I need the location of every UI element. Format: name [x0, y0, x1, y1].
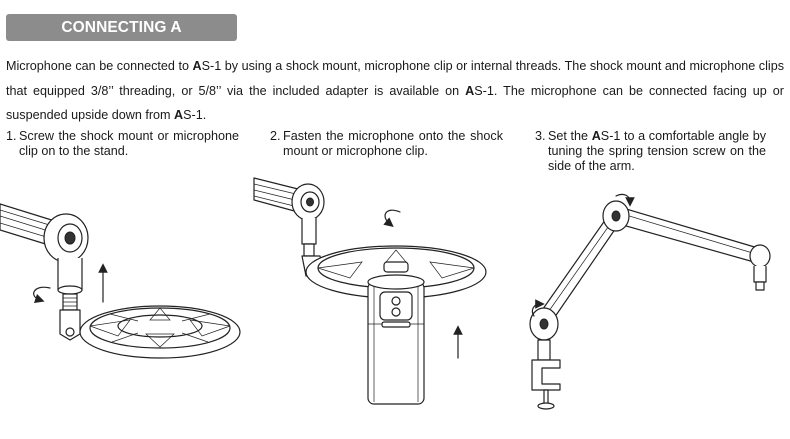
mount-clip — [59, 309, 81, 341]
lower-arm — [537, 215, 621, 325]
tension-arrow-icon — [615, 193, 635, 207]
intro-text-1: Microphone can be connected to — [6, 59, 193, 73]
upper-arm — [611, 205, 759, 263]
illustration-step-3 — [529, 193, 771, 410]
step-1-text: Screw the shock mount or microphone clip… — [19, 129, 239, 158]
desk-clamp — [531, 359, 561, 391]
step-1-number: 1. — [6, 129, 17, 143]
brand-letter: A — [591, 129, 601, 143]
intro-text-3: S-1. The microphone can be connected fac… — [6, 83, 784, 123]
arm-pole — [537, 339, 551, 361]
brand-letter: A — [174, 108, 184, 122]
step-1: 1. Screw the shock mount or microphone c… — [6, 129, 239, 159]
step-2: 2. Fasten the microphone onto the shock … — [270, 129, 503, 159]
brand-letter: A — [465, 83, 475, 98]
rotate-arrow-icon — [33, 286, 51, 304]
tension-arrow-icon — [531, 299, 545, 317]
brand-letter: A — [192, 59, 202, 73]
step-2-text: Fasten the microphone onto the shock mou… — [283, 129, 503, 158]
rotate-arrow-icon — [383, 209, 401, 228]
intro-paragraph: Microphone can be connected to AS-1 by u… — [6, 54, 784, 128]
step-3-text-a: Set the — [548, 129, 592, 143]
step-3: 3. Set the AS-1 to a comfortable angle b… — [535, 129, 766, 174]
step-3-number: 3. — [535, 129, 546, 143]
step-2-number: 2. — [270, 129, 281, 143]
intro-text-2: S-1 by using a shock mount, microphone c… — [6, 59, 785, 98]
intro-text-4: S-1. — [183, 108, 207, 122]
illustration-step-2 — [253, 177, 487, 405]
step-3-text: Set the AS-1 to a comfortable angle by t… — [535, 129, 766, 174]
section-heading: CONNECTING A MICROPHONE — [6, 14, 237, 63]
illustration-step-1 — [0, 203, 241, 359]
step-3-text-b: S-1 to a comfortable angle by tuning the… — [548, 129, 766, 173]
